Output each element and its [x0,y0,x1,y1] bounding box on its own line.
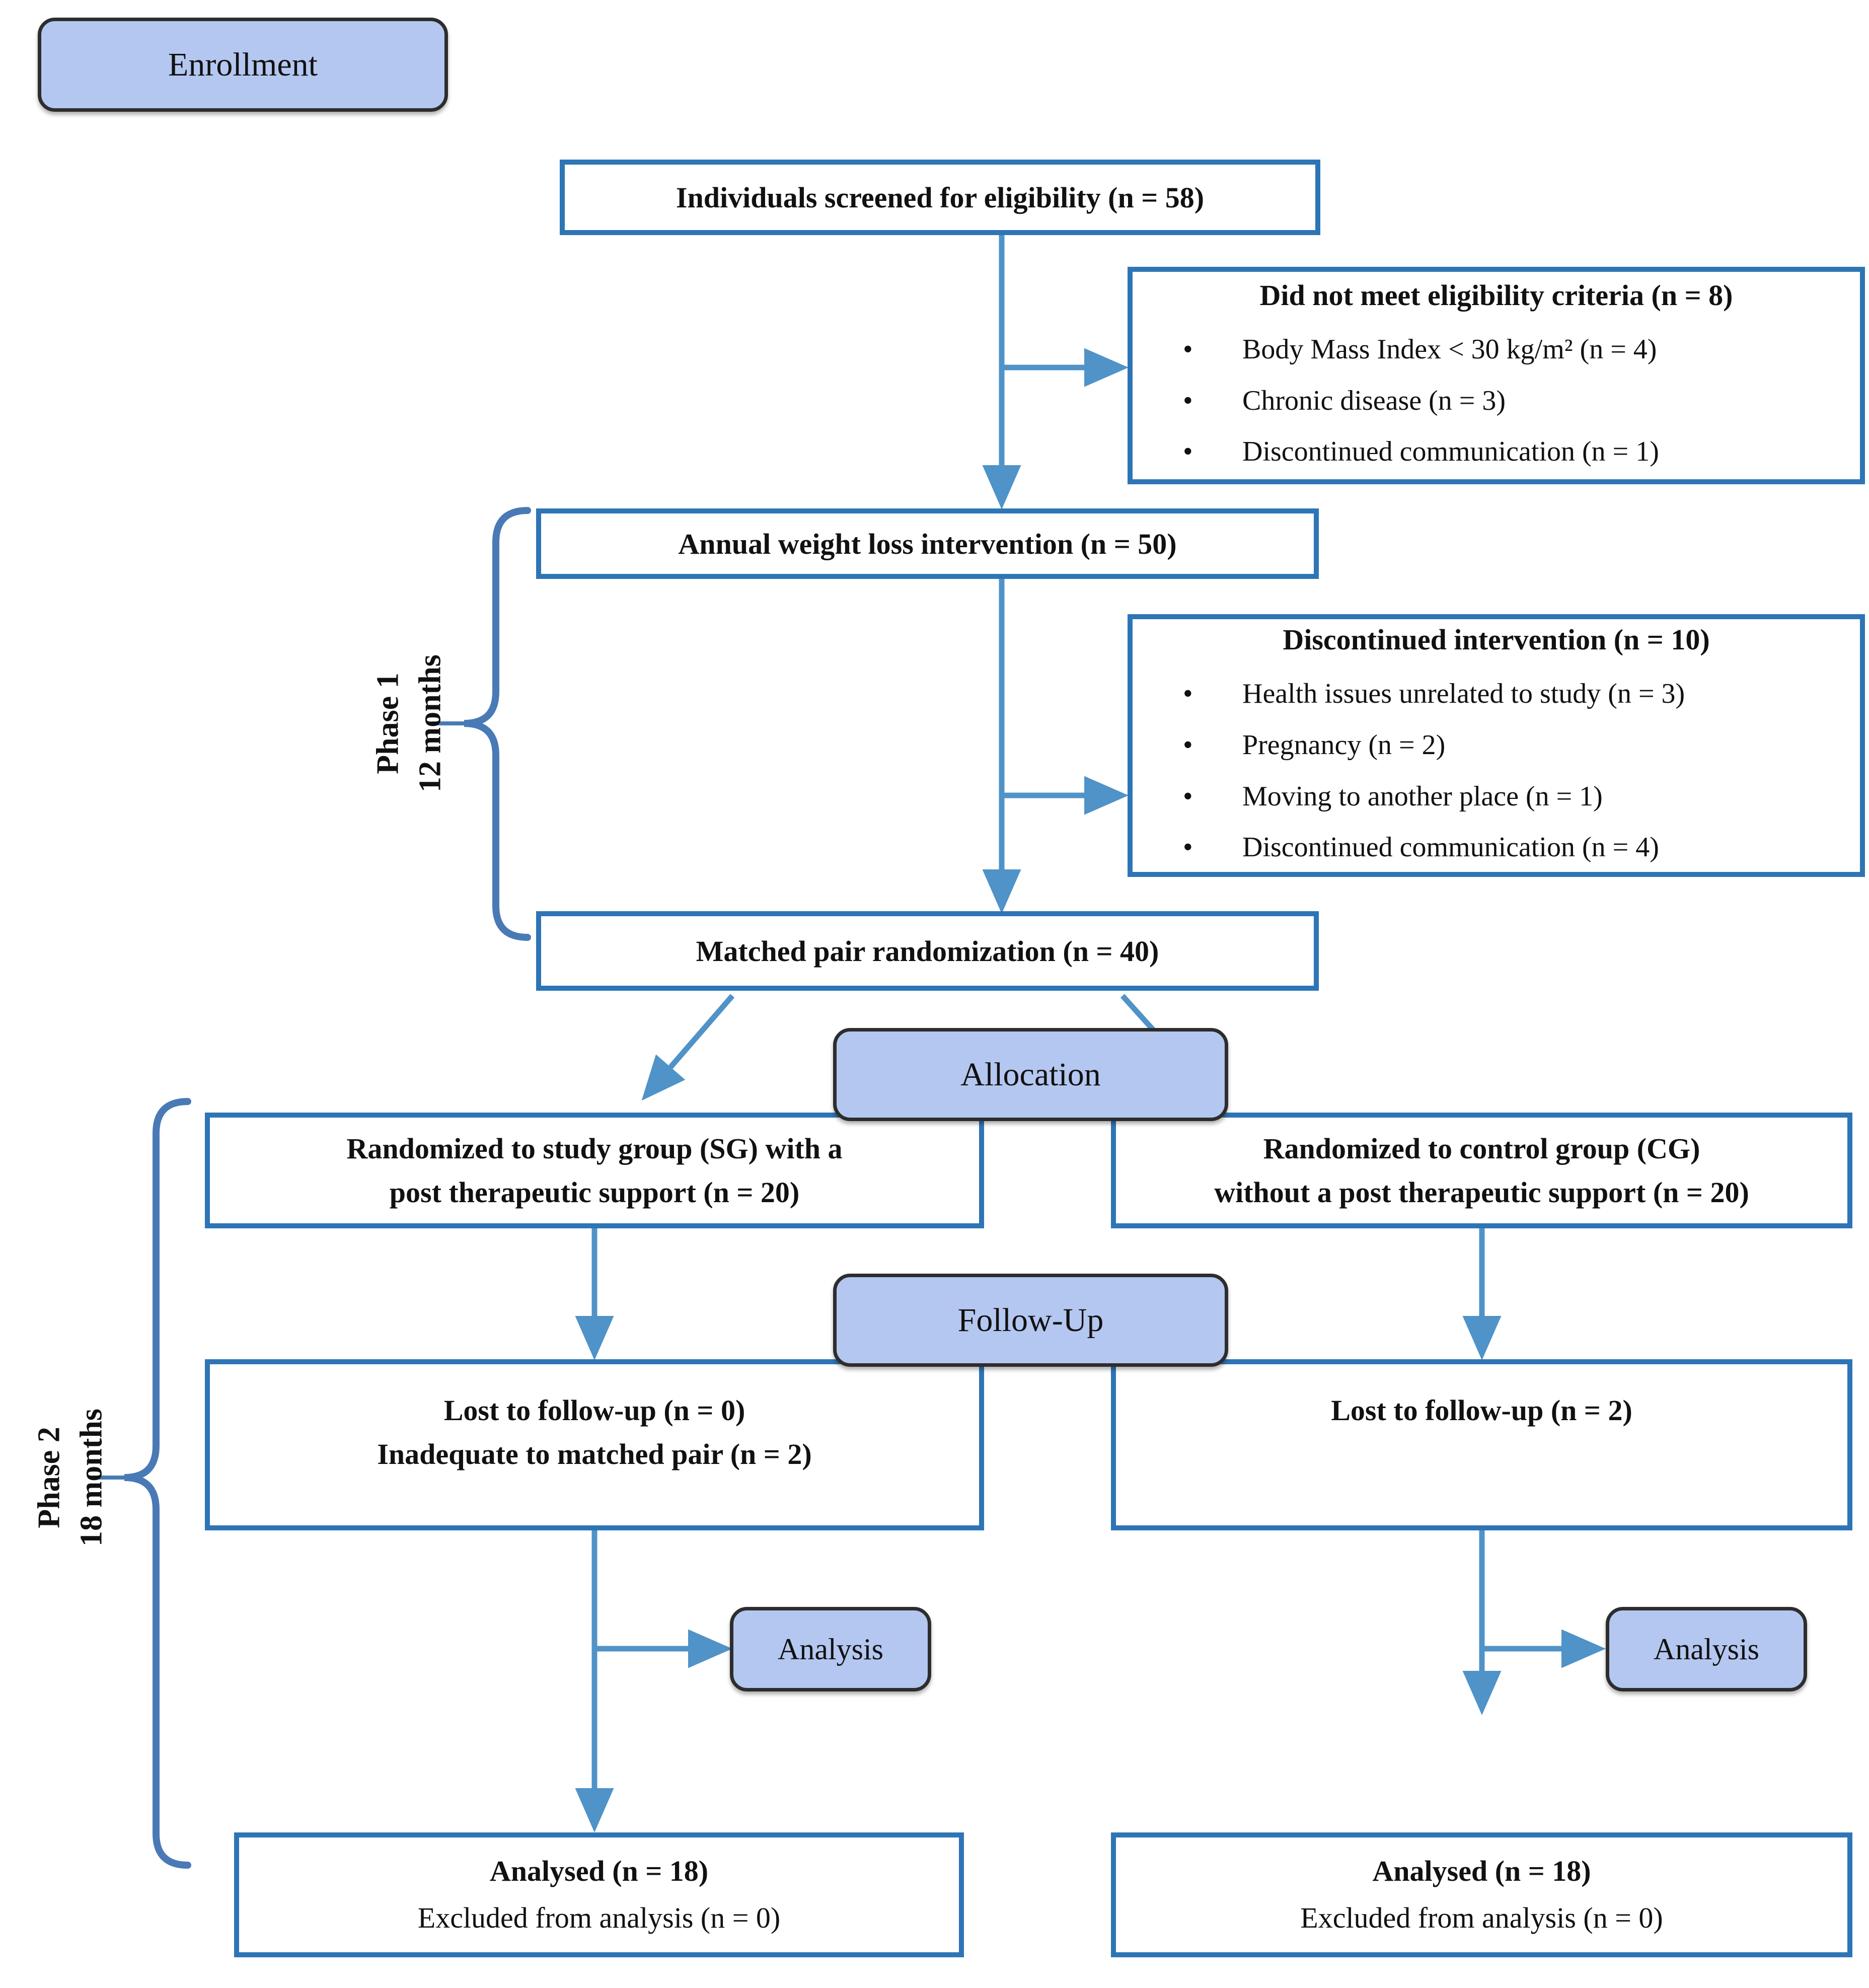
phase2-brace [124,1098,191,1869]
phase1-label-line1: Phase 1 [370,673,405,774]
randomization-title: Matched pair randomization (n = 40) [696,934,1159,968]
intervention-title: Annual weight loss intervention (n = 50) [678,527,1177,560]
bullet-item: Body Mass Index < 30 kg/m² (n = 4) [1183,324,1840,376]
control-group-line2: without a post therapeutic support (n = … [1214,1176,1749,1209]
phase2-label-line2: 18 months [74,1409,108,1547]
discontinued-box: Discontinued intervention (n = 10) Healt… [1128,614,1865,877]
phase2-bracket-label: Phase 2 18 months [28,1409,112,1547]
sg-followup-box: Lost to follow-up (n = 0) Inadequate to … [205,1359,984,1530]
phase1-label-line2: 12 months [413,654,447,792]
bullet-item: Health issues unrelated to study (n = 3) [1183,669,1840,720]
control-group-box: Randomized to control group (CG) without… [1111,1113,1852,1228]
bullet-item: Moving to another place (n = 1) [1183,771,1840,823]
discontinued-bullet-list: Health issues unrelated to study (n = 3)… [1153,669,1840,874]
cg-analysed-line1: Analysed (n = 18) [1372,1855,1591,1888]
phase1-brace [464,507,531,941]
analysis-stage-badge-sg: Analysis [730,1607,931,1691]
not-eligible-title: Did not meet eligibility criteria (n = 8… [1259,278,1733,312]
analysis-stage-badge-cg: Analysis [1606,1607,1807,1691]
bullet-item: Chronic disease (n = 3) [1183,376,1840,427]
cg-followup-box: Lost to follow-up (n = 2) [1111,1359,1852,1530]
study-group-line1: Randomized to study group (SG) with a [346,1132,843,1165]
discontinued-title: Discontinued intervention (n = 10) [1283,623,1710,656]
sg-followup-line2: Inadequate to matched pair (n = 2) [377,1438,812,1470]
cg-analysed-box: Analysed (n = 18) Excluded from analysis… [1111,1832,1852,1957]
arrow-randomization-to-sg [641,994,735,1101]
screened-box: Individuals screened for eligibility (n … [560,160,1320,235]
bullet-item: Discontinued communication (n = 4) [1183,822,1840,873]
enrollment-stage-label: Enrollment [168,46,318,83]
sg-analysed-box: Analysed (n = 18) Excluded from analysis… [234,1832,964,1957]
intervention-box: Annual weight loss intervention (n = 50) [536,508,1319,579]
phase2-label-line1: Phase 2 [32,1427,66,1528]
allocation-stage-badge: Allocation [833,1028,1228,1121]
cg-analysed-line2: Excluded from analysis (n = 0) [1300,1901,1663,1934]
allocation-stage-label: Allocation [960,1056,1101,1093]
sg-analysed-line2: Excluded from analysis (n = 0) [417,1901,781,1934]
phase1-bracket-label: Phase 1 12 months [367,654,451,792]
follow-up-stage-label: Follow-Up [957,1301,1104,1339]
follow-up-stage-badge: Follow-Up [833,1274,1228,1367]
analysis-stage-label-sg: Analysis [778,1632,883,1666]
analysis-stage-label-cg: Analysis [1654,1632,1759,1666]
control-group-line1: Randomized to control group (CG) [1263,1132,1700,1165]
bullet-item: Discontinued communication (n = 1) [1183,426,1840,478]
randomization-box: Matched pair randomization (n = 40) [536,911,1319,991]
not-eligible-box: Did not meet eligibility criteria (n = 8… [1128,267,1865,484]
study-group-box: Randomized to study group (SG) with a po… [205,1113,984,1228]
sg-followup-line1: Lost to follow-up (n = 0) [443,1394,745,1427]
bullet-item: Pregnancy (n = 2) [1183,720,1840,771]
screened-title: Individuals screened for eligibility (n … [676,181,1205,214]
cg-followup-line1: Lost to follow-up (n = 2) [1331,1394,1632,1427]
not-eligible-bullet-list: Body Mass Index < 30 kg/m² (n = 4)Chroni… [1153,324,1840,478]
study-group-line2: post therapeutic support (n = 20) [389,1176,800,1209]
sg-analysed-line1: Analysed (n = 18) [489,1855,709,1888]
enrollment-stage-badge: Enrollment [38,18,448,112]
